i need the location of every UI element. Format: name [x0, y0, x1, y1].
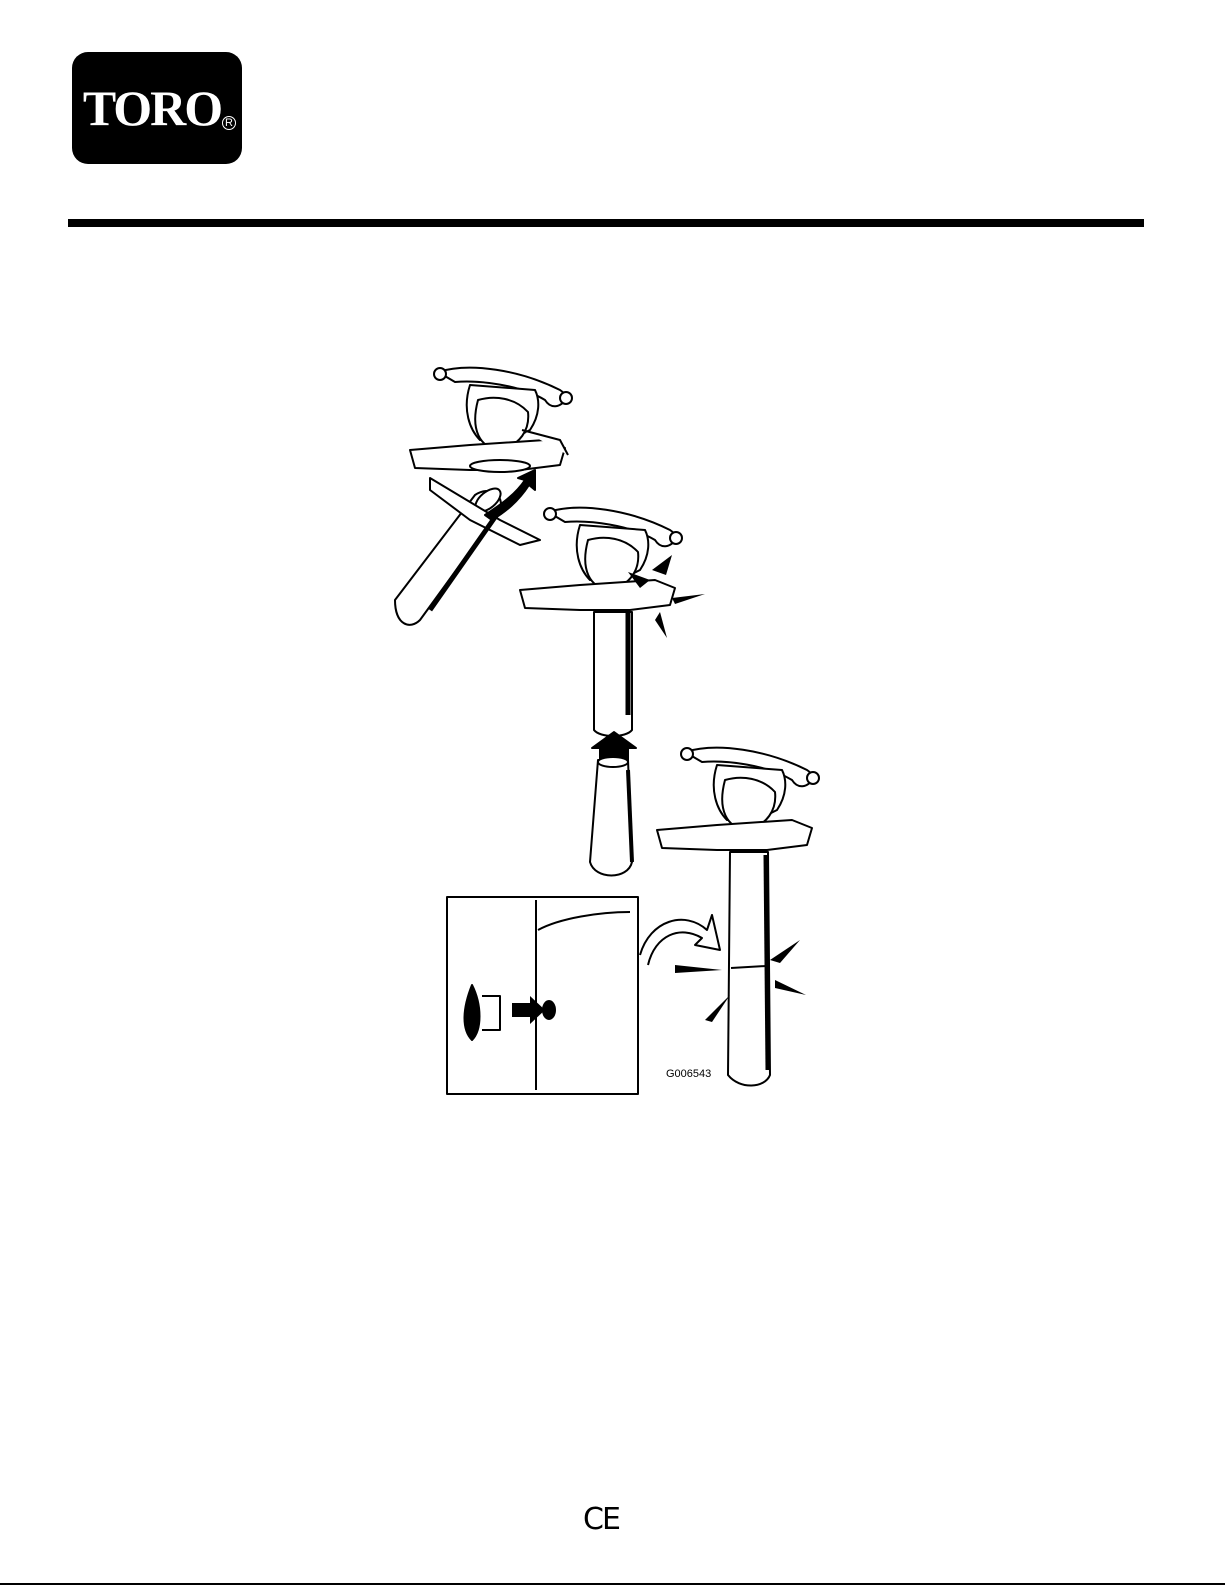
header-rule	[68, 219, 1144, 227]
up-arrow-icon	[592, 732, 636, 760]
ce-mark: CE	[583, 1505, 619, 1535]
registered-mark: R	[222, 116, 236, 130]
logo-text: TORO	[82, 82, 222, 134]
nozzle-tube	[590, 757, 632, 876]
detail-inset	[447, 897, 720, 1094]
blower-unit-bottom	[657, 748, 819, 1086]
blower-unit-top	[395, 368, 572, 625]
toro-logo: TORO R	[72, 52, 242, 164]
figure-code: G006543	[666, 1068, 711, 1080]
assembly-illustration	[380, 350, 840, 1110]
